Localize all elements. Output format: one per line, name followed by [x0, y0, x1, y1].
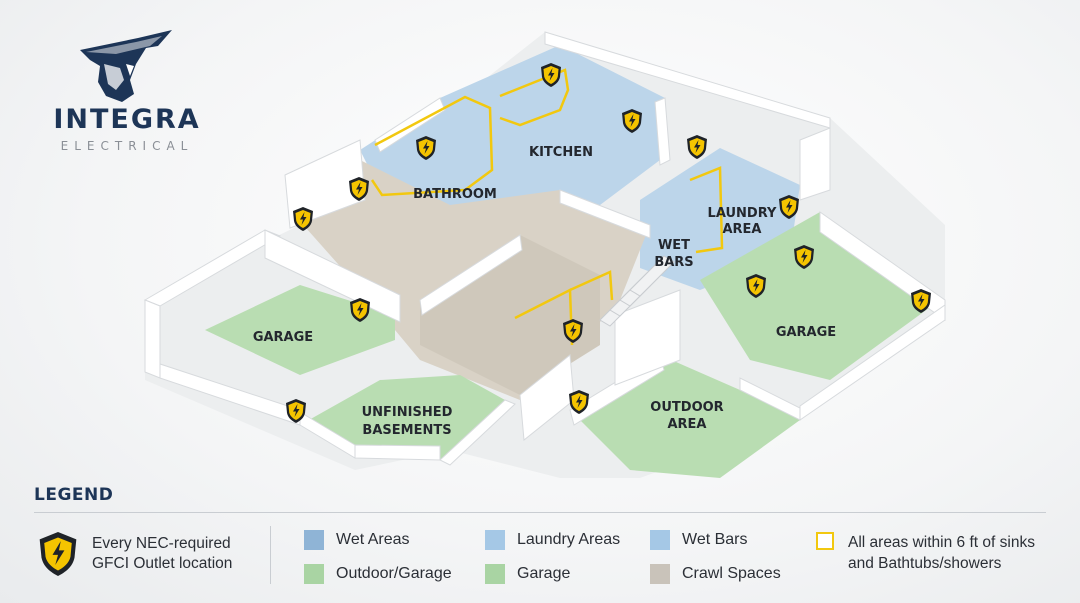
lightning-shield-icon	[39, 532, 77, 576]
legend-label: Crawl Spaces	[682, 565, 781, 582]
brand-name: INTEGRA	[53, 104, 201, 135]
brand-subtitle: ELECTRICAL	[60, 139, 194, 153]
room-label-outdoor-2: AREA	[667, 417, 706, 432]
zone-garage-left	[205, 285, 395, 375]
room-label-outdoor-1: OUTDOOR	[650, 400, 723, 415]
stairs	[599, 255, 675, 327]
legend-gfci-line-1: Every NEC-required	[92, 535, 231, 552]
legend-divider-line	[34, 512, 1046, 513]
legend-item-laundry-areas: Laundry Areas	[485, 530, 620, 550]
legend-title: LEGEND	[34, 485, 114, 505]
knight-helmet-icon	[80, 30, 172, 102]
room-label-garage-left: GARAGE	[253, 330, 313, 345]
sink-zone-swatch	[816, 532, 834, 550]
legend-swatch	[650, 530, 670, 550]
room-label-bathroom: BATHROOM	[413, 187, 497, 202]
room-label-kitchen: KITCHEN	[529, 145, 593, 160]
legend-item-wet-areas: Wet Areas	[304, 530, 410, 550]
zone-basement	[300, 375, 505, 460]
zone-garage-right	[700, 212, 940, 380]
room-label-basement-1: UNFINISHED	[362, 405, 453, 420]
room-label-laundry-1: LAUNDRY	[708, 206, 777, 221]
zone-kitchen-bath	[360, 45, 665, 215]
legend-zone-line-2: and Bathtubs/showers	[848, 555, 1002, 572]
legend-swatch	[304, 530, 324, 550]
room-label-garage-right: GARAGE	[776, 325, 836, 340]
legend-gfci-text: Every NEC-required GFCI Outlet location	[92, 534, 262, 574]
legend-swatch	[485, 564, 505, 584]
legend-item-crawl-spaces: Crawl Spaces	[650, 564, 781, 584]
legend-label: Wet Bars	[682, 531, 748, 548]
legend-zone-line-1: All areas within 6 ft of sinks	[848, 534, 1035, 551]
legend-item-garage: Garage	[485, 564, 570, 584]
legend-label: Garage	[517, 565, 571, 582]
legend-label: Outdoor/Garage	[336, 565, 452, 582]
legend-gfci-line-2: GFCI Outlet location	[92, 555, 233, 572]
room-label-laundry-2: AREA	[722, 222, 761, 237]
legend-zone-text: All areas within 6 ft of sinks and Batht…	[848, 532, 1058, 574]
legend-item-wet-bars: Wet Bars	[650, 530, 748, 550]
room-label-wetbars-1: WET	[658, 238, 690, 253]
room-label-wetbars-2: BARS	[654, 255, 693, 270]
legend-label: Wet Areas	[336, 531, 410, 548]
room-label-basement-2: BASEMENTS	[362, 423, 451, 438]
legend-swatch	[304, 564, 324, 584]
legend-vertical-divider	[270, 526, 271, 584]
legend-swatch	[485, 530, 505, 550]
legend-item-outdoor-garage: Outdoor/Garage	[304, 564, 452, 584]
floor-plan: KITCHEN BATHROOM LAUNDRY AREA WET BARS G…	[143, 31, 946, 478]
legend-label: Laundry Areas	[517, 531, 621, 548]
legend-swatch	[650, 564, 670, 584]
